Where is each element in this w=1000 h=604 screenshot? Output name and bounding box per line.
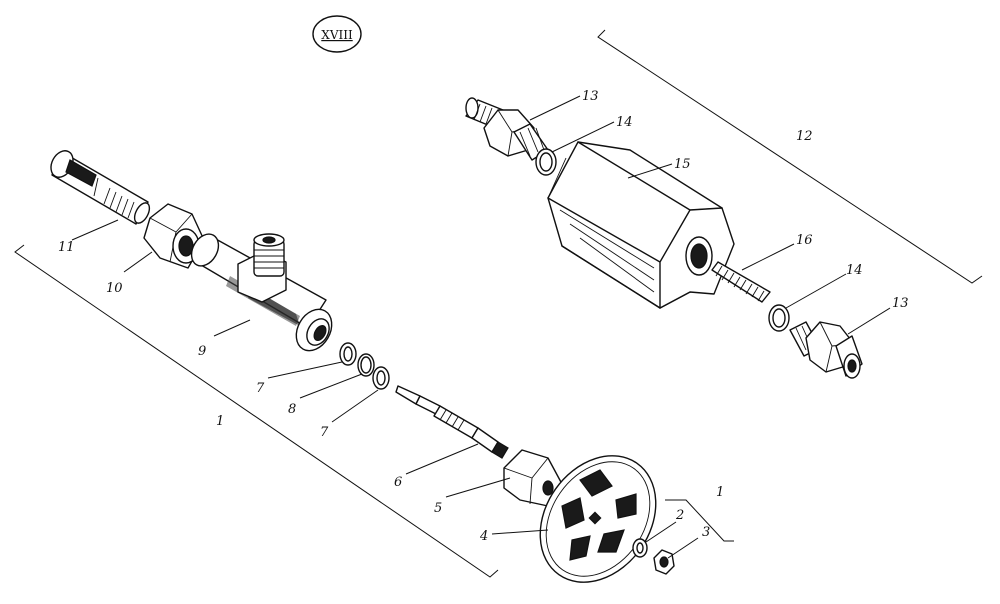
callout-labels: 11 10 9 7 8 7 1 6 5 4 2 3 1 13 14 15 12 … — [58, 89, 909, 544]
part-5-hex-nut — [503, 449, 563, 507]
callout-11: 11 — [58, 240, 75, 255]
part-7-washer-upper — [339, 342, 357, 366]
part-4-disc — [539, 455, 657, 583]
callout-13-lower: 13 — [892, 296, 909, 311]
callout-7-lower: 7 — [320, 425, 329, 440]
part-13-union-upper — [465, 97, 549, 161]
part-7-washer-lower — [372, 366, 390, 390]
part-13-union-lower — [789, 321, 863, 379]
part-10-hex-nut — [143, 203, 205, 269]
callout-3: 3 — [702, 525, 710, 540]
part-2-washer — [632, 538, 648, 558]
callout-16: 16 — [796, 233, 813, 248]
callout-4: 4 — [479, 529, 488, 544]
callout-14-lower: 14 — [846, 263, 863, 278]
callout-7-upper: 7 — [256, 381, 265, 396]
part-9-tee-body — [190, 233, 333, 352]
sheet-marker-label: XVIII — [321, 28, 353, 42]
callout-8: 8 — [288, 402, 296, 417]
leader-lines — [71, 95, 891, 559]
callout-14-upper: 14 — [616, 115, 633, 130]
part-16-stud — [711, 261, 771, 303]
callout-2: 2 — [675, 508, 684, 523]
part-14-ring-upper — [535, 148, 557, 176]
callout-13-upper: 13 — [582, 89, 599, 104]
callout-6: 6 — [394, 475, 402, 490]
bracket-assembly-12 — [597, 29, 983, 284]
callout-1-side: 1 — [216, 414, 224, 429]
part-3-nut — [653, 549, 675, 575]
callout-10: 10 — [106, 281, 123, 296]
callout-9: 9 — [198, 344, 206, 359]
part-6-needle — [395, 385, 509, 459]
callout-15: 15 — [674, 157, 691, 172]
callout-1-top: 1 — [716, 485, 724, 500]
part-11-hollow-bolt — [50, 150, 151, 225]
part-14-ring-lower — [768, 304, 790, 332]
part-15-hex-body — [547, 141, 735, 309]
bracket-assembly-1 — [14, 244, 499, 578]
bracket-subassembly-1 — [665, 499, 734, 542]
callout-12: 12 — [796, 129, 813, 144]
part-8-ring — [357, 353, 375, 377]
sheet-marker: XVIII — [312, 15, 362, 53]
callout-5: 5 — [434, 501, 442, 516]
